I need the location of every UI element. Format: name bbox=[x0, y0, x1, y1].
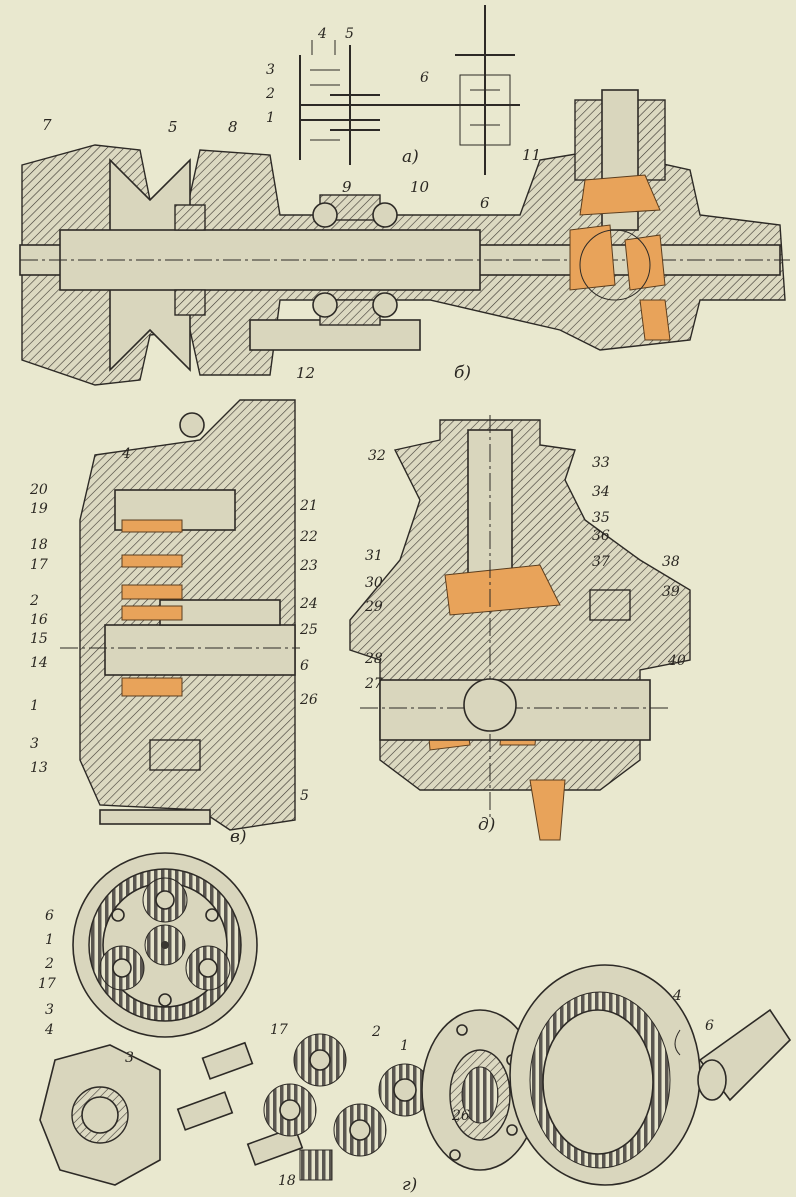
label-a-6: 6 bbox=[420, 70, 429, 86]
label-b-9: 9 bbox=[342, 178, 352, 196]
label-d-35: 35 bbox=[592, 510, 610, 526]
label-d-39: 39 bbox=[662, 584, 680, 600]
label-a-5: 5 bbox=[345, 26, 354, 42]
label-wheel-4: 4 bbox=[44, 1022, 54, 1038]
label-v-2: 2 bbox=[29, 593, 39, 609]
label-part-2: 2 bbox=[371, 1024, 381, 1040]
label-b-12: 12 bbox=[296, 364, 315, 382]
label-d-32: 32 bbox=[368, 448, 386, 464]
label-wheel-17: 17 bbox=[38, 976, 56, 992]
caption-a: а) bbox=[402, 147, 419, 167]
label-b-11: 11 bbox=[522, 146, 541, 164]
label-d-40: 40 bbox=[667, 653, 686, 669]
caption-b: б) bbox=[454, 363, 471, 383]
label-v-6: 6 bbox=[300, 658, 309, 674]
label-wheel-1: 1 bbox=[45, 932, 54, 948]
label-v-14: 14 bbox=[30, 655, 48, 671]
label-d-36: 36 bbox=[592, 528, 610, 544]
label-v-21: 21 bbox=[299, 498, 318, 514]
section-v: 4 20 19 18 17 2 16 15 14 1 3 13 21 22 23… bbox=[29, 399, 318, 847]
label-part-6: 6 bbox=[705, 1018, 714, 1034]
label-b-6: 6 bbox=[480, 194, 490, 212]
label-v-1: 1 bbox=[30, 698, 39, 714]
label-v-19: 19 bbox=[30, 501, 48, 517]
label-a-3: 3 bbox=[266, 62, 275, 78]
label-part-1: 1 bbox=[400, 1038, 409, 1054]
section-d: 32 33 34 35 36 37 31 30 29 28 27 38 39 4… bbox=[349, 415, 691, 841]
label-v-17: 17 bbox=[30, 557, 48, 573]
label-d-28: 28 bbox=[364, 651, 383, 667]
section-b: 7 5 8 9 10 6 11 12 б) bbox=[19, 89, 790, 386]
label-v-18: 18 bbox=[30, 537, 48, 553]
label-a-1: 1 bbox=[266, 110, 275, 126]
planetary-wheel-view: 6 1 2 17 3 4 bbox=[38, 852, 258, 1038]
label-v-5: 5 bbox=[300, 788, 309, 804]
label-v-16: 16 bbox=[30, 612, 48, 628]
label-b-10: 10 bbox=[410, 178, 430, 196]
kinematic-scheme-a: 1 2 3 4 5 6 а) bbox=[265, 5, 520, 175]
label-part-3: 3 bbox=[125, 1050, 134, 1066]
label-d-29: 29 bbox=[364, 599, 383, 615]
label-b-7: 7 bbox=[42, 116, 52, 134]
label-d-27: 27 bbox=[364, 676, 383, 692]
caption-g: г) bbox=[402, 1175, 417, 1193]
label-v-13: 13 bbox=[30, 760, 48, 776]
caption-v: в) bbox=[230, 827, 247, 847]
label-b-8: 8 bbox=[228, 118, 238, 136]
label-wheel-3: 3 bbox=[45, 1002, 54, 1018]
label-v-25: 25 bbox=[299, 622, 318, 638]
label-part-4: 4 bbox=[672, 988, 682, 1004]
label-d-34: 34 bbox=[592, 484, 610, 500]
label-d-37: 37 bbox=[592, 554, 610, 570]
label-v-26: 26 bbox=[299, 692, 318, 708]
label-a-4: 4 bbox=[317, 26, 327, 42]
label-a-2: 2 bbox=[265, 86, 275, 102]
label-part-18: 18 bbox=[278, 1173, 296, 1189]
label-wheel-6: 6 bbox=[45, 908, 54, 924]
label-part-26: 26 bbox=[451, 1108, 470, 1124]
label-d-38: 38 bbox=[662, 554, 680, 570]
label-v-23: 23 bbox=[299, 558, 318, 574]
label-wheel-2: 2 bbox=[44, 956, 54, 972]
caption-d: д) bbox=[478, 815, 495, 835]
label-v-15: 15 bbox=[30, 631, 48, 647]
label-v-20: 20 bbox=[29, 482, 48, 498]
label-part-17: 17 bbox=[270, 1022, 288, 1038]
label-b-5: 5 bbox=[168, 118, 178, 136]
exploded-parts-view: 3 17 2 1 18 26 4 6 г) bbox=[39, 964, 792, 1195]
label-d-33: 33 bbox=[592, 455, 610, 471]
label-v-22: 22 bbox=[299, 529, 318, 545]
label-v-3: 3 bbox=[30, 736, 39, 752]
label-d-31: 31 bbox=[365, 548, 383, 564]
label-d-30: 30 bbox=[365, 575, 383, 591]
label-v-4: 4 bbox=[121, 446, 131, 462]
label-v-24: 24 bbox=[299, 596, 318, 612]
